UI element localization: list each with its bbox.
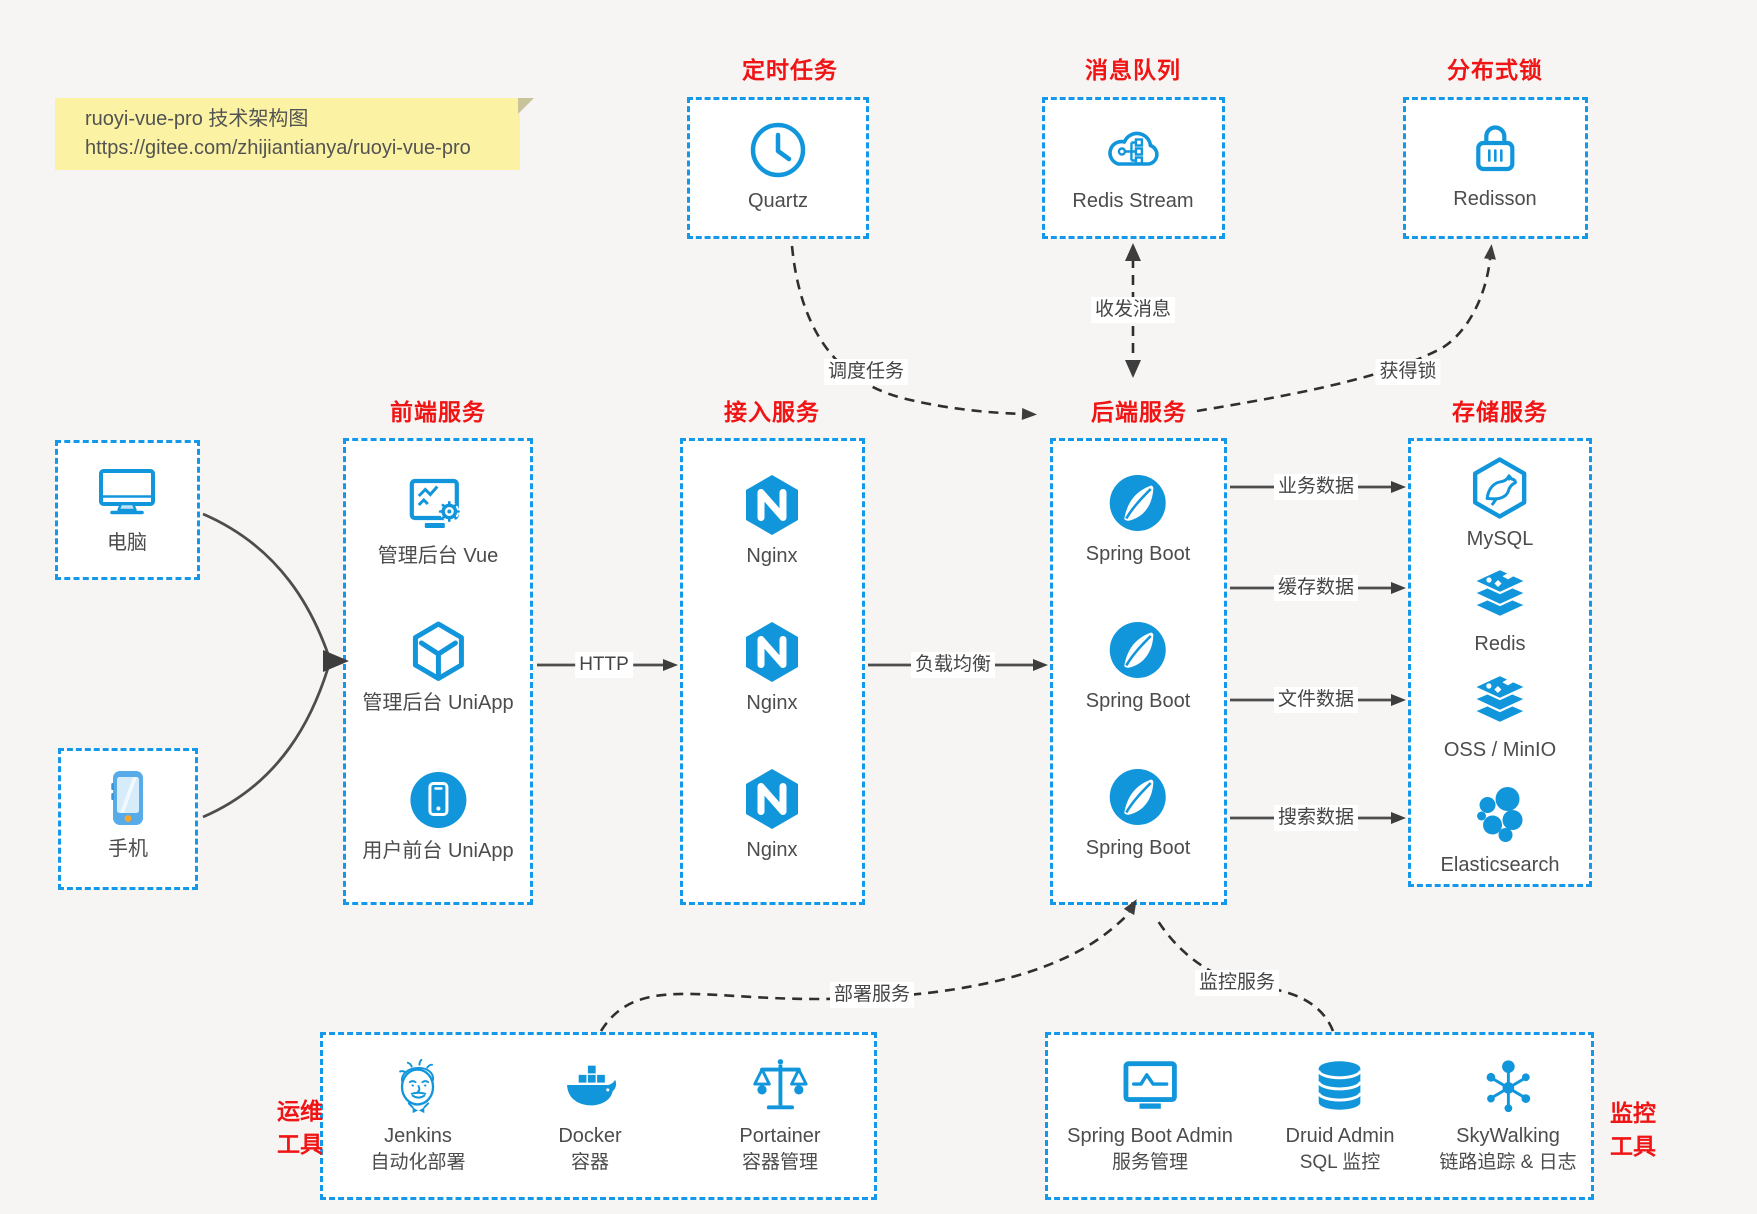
node-mobile: 手机 (96, 766, 160, 863)
note-fold-corner (518, 98, 534, 114)
spring-boot-icon (1106, 618, 1170, 682)
node-redis-stream: Redis Stream (1072, 118, 1194, 215)
lock-icon (1463, 116, 1527, 180)
node-admin-vue: 管理后台 Vue (378, 473, 498, 570)
node-elasticsearch: Elasticsearch (1441, 782, 1559, 879)
node-druid-admin: Druid Admin SQL 监控 (1286, 1055, 1394, 1176)
edge-label-cache-data: 缓存数据 (1273, 575, 1359, 601)
edge-label-schedule-task: 调度任务 (823, 359, 909, 385)
edge-label-search-data: 搜索数据 (1273, 805, 1359, 831)
clock-icon (746, 118, 810, 182)
note-title: ruoyi-vue-pro 技术架构图 (85, 108, 309, 130)
spring-boot-admin-icon (1119, 1055, 1181, 1117)
spring-boot-icon (1106, 765, 1170, 829)
edge-label-http: HTTP (575, 652, 633, 678)
node-oss-minio: OSS / MinIO (1444, 667, 1556, 764)
monitor-tools-box (1045, 1032, 1594, 1200)
mobile-to-frontend-curve (202, 667, 330, 819)
messages-down-arrowhead (1125, 360, 1141, 378)
edge-label-messages: 收发消息 (1090, 297, 1176, 323)
node-spring-boot-3: Spring Boot (1086, 765, 1190, 862)
cloud-share-icon (1101, 118, 1165, 182)
node-nginx-2: Nginx (740, 620, 804, 717)
edge-label-load-balance: 负载均衡 (910, 652, 996, 678)
edge-label-deploy-service: 部署服务 (829, 982, 915, 1008)
storage-services-box (1408, 438, 1592, 887)
node-spring-boot-2: Spring Boot (1086, 618, 1190, 715)
node-jenkins: Jenkins 自动化部署 (370, 1055, 466, 1176)
node-admin-uniapp: 管理后台 UniApp (362, 620, 514, 717)
messages-up-arrowhead (1125, 243, 1141, 261)
node-skywalking: SkyWalking 链路追踪 & 日志 (1439, 1055, 1577, 1176)
node-redis: Redis (1468, 561, 1532, 658)
node-pc: 电脑 (95, 460, 159, 557)
node-quartz: Quartz (746, 118, 810, 215)
devops-side-title: 运维 工具 (277, 1098, 323, 1157)
node-redisson: Redisson (1453, 116, 1537, 213)
druid-icon (1309, 1055, 1371, 1117)
mysql-icon (1468, 456, 1532, 520)
title-message-queue: 消息队列 (1085, 57, 1181, 83)
portainer-icon (749, 1055, 811, 1117)
docker-icon (559, 1055, 621, 1117)
uniapp-cube-icon (406, 620, 470, 684)
nginx-icon (740, 473, 804, 537)
spring-boot-icon (1106, 471, 1170, 535)
title-distributed-lock: 分布式锁 (1447, 57, 1543, 83)
smartphone-icon (96, 766, 160, 830)
nginx-icon (740, 620, 804, 684)
sticky-note: ruoyi-vue-pro 技术架构图 https://gitee.com/zh… (55, 98, 534, 170)
node-docker: Docker 容器 (558, 1055, 622, 1176)
skywalking-icon (1477, 1055, 1539, 1117)
jenkins-icon (387, 1055, 449, 1117)
edge-label-business-data: 业务数据 (1273, 474, 1359, 500)
node-mysql: MySQL (1467, 456, 1533, 553)
pc-to-frontend-curve (202, 512, 330, 655)
monitor-side-title: 监控 工具 (1610, 1100, 1656, 1159)
acquire-lock-dashed-arrow (1196, 244, 1496, 413)
node-nginx-3: Nginx (740, 767, 804, 864)
user-app-icon (406, 768, 470, 832)
node-spring-boot-admin: Spring Boot Admin 服务管理 (1067, 1055, 1233, 1176)
title-storage-services: 存储服务 (1452, 399, 1548, 425)
desktop-icon (95, 460, 159, 524)
devops-tools-box (320, 1032, 877, 1200)
storage-stack-icon (1468, 667, 1532, 731)
edge-label-monitor-service: 监控服务 (1194, 970, 1280, 996)
title-frontend-services: 前端服务 (390, 399, 486, 425)
schedule-task-dashed-arrow (790, 245, 1037, 420)
redis-stack-icon (1468, 561, 1532, 625)
node-spring-boot-1: Spring Boot (1086, 471, 1190, 568)
elasticsearch-icon (1468, 782, 1532, 846)
title-backend-services: 后端服务 (1091, 399, 1187, 425)
message-queue-box (1042, 97, 1225, 239)
title-scheduled-task: 定时任务 (742, 57, 838, 83)
edge-label-acquire-lock: 获得锁 (1375, 359, 1441, 385)
title-gateway-services: 接入服务 (724, 399, 820, 425)
nginx-icon (740, 767, 804, 831)
edge-label-file-data: 文件数据 (1273, 687, 1359, 713)
note-url: https://gitee.com/zhijiantianya/ruoyi-vu… (85, 137, 471, 159)
node-nginx-1: Nginx (740, 473, 804, 570)
deploy-service-dashed-arrow (599, 899, 1137, 1032)
scheduled-task-box (687, 97, 869, 239)
node-portainer: Portainer 容器管理 (739, 1055, 821, 1176)
admin-vue-icon (406, 473, 470, 537)
node-user-uniapp: 用户前台 UniApp (362, 768, 514, 865)
